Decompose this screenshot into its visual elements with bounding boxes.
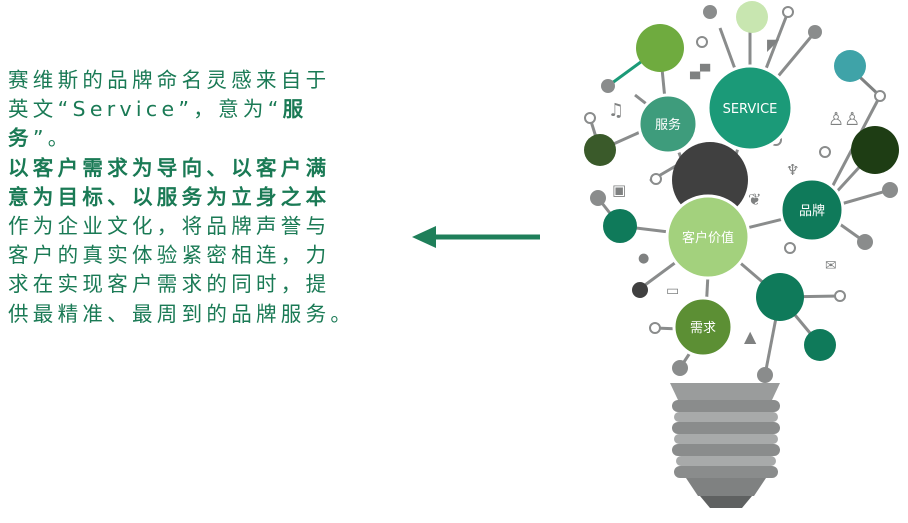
description-text: 赛维斯的品牌命名灵感来自于 英文“Service”，意为“服 务”。 以客户需求… xyxy=(8,66,353,329)
svg-text:服务: 服务 xyxy=(655,117,681,133)
svg-text:品牌: 品牌 xyxy=(799,203,825,219)
leaf-icon: ❦ xyxy=(748,190,761,209)
node-pinpai: 品牌 xyxy=(779,177,845,243)
description-line: 求在实现客户需求的同时，提 xyxy=(8,272,331,297)
apple-icon: ● xyxy=(638,251,649,266)
music-note-icon: ♫ xyxy=(608,100,624,121)
node-fuwu: 服务 xyxy=(637,93,699,155)
description-line: 客户的真实体验紧密相连，力 xyxy=(8,243,331,268)
node-kehu-jiazhi: 客户价值 xyxy=(665,194,751,280)
left-arrow-icon xyxy=(412,226,540,248)
description-line: 务”。 xyxy=(8,124,353,153)
people-icon: ♙♙ xyxy=(828,109,860,130)
loudspeaker-icon: ◤ xyxy=(767,35,780,54)
description-line-bold: 以客户需求为导向、以客户满 xyxy=(8,155,331,180)
description-line: 供最精准、最周到的品牌服务。 xyxy=(8,301,356,326)
tower-icon: ▲ xyxy=(744,327,757,346)
node-service: SERVICE xyxy=(706,64,794,152)
bulb-base xyxy=(670,383,780,508)
idea-bulb-illustration: ♫ ◠ ▄▀ ◤ ♙♙ ♆ ❦ ✉ ▣ ● ▭ ▲ SERVICE 服务 品牌 … xyxy=(584,1,899,508)
description-segment: ”。 xyxy=(32,126,73,151)
svg-text:客户价值: 客户价值 xyxy=(682,230,734,246)
icons: ♫ ◠ ▄▀ ◤ ♙♙ ♆ ❦ ✉ ▣ ● ▭ ▲ xyxy=(608,35,860,346)
small-nodes xyxy=(584,1,899,383)
description-line: 作为企业文化，将品牌声誉与 xyxy=(8,214,331,239)
description-line: 赛维斯的品牌命名灵感来自于 xyxy=(8,68,331,92)
description-segment-bold: 务 xyxy=(8,126,33,151)
svg-text:需求: 需求 xyxy=(690,321,716,336)
tv-icon: ▭ xyxy=(666,283,679,299)
sofa-icon: ▣ xyxy=(612,181,626,199)
svg-text:SERVICE: SERVICE xyxy=(723,102,778,117)
node-xuqiu: 需求 xyxy=(672,296,734,358)
microphone-icon: ♆ xyxy=(786,161,799,179)
description-line-bold: 意为目标、以服务为立身之本 xyxy=(8,184,331,209)
mail-icon: ✉ xyxy=(825,258,837,274)
description-segment-bold: 服 xyxy=(282,97,308,122)
boat-icon: ▄▀ xyxy=(689,63,711,80)
description-segment: 英文“Service”，意为“ xyxy=(8,97,283,122)
description-line: 英文“Service”，意为“服 xyxy=(8,95,353,124)
